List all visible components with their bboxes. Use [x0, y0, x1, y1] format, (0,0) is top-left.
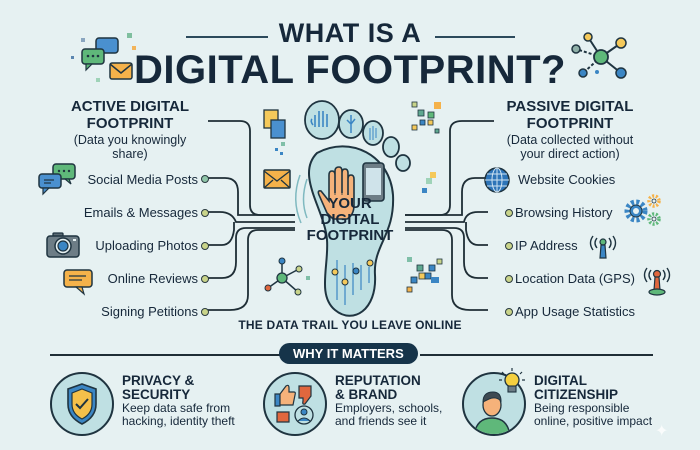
reputation-text-line2: and friends see it — [335, 414, 427, 428]
active-item-emails-messages: Emails & Messages — [83, 205, 198, 220]
pixel-blocks-bottom-icon — [406, 257, 443, 293]
privacy-text-line1: Keep data safe from — [122, 401, 231, 415]
privacy-text-line2: hacking, identity theft — [122, 414, 235, 428]
page-title-line2: DIGITAL FOOTPRINT? — [134, 48, 566, 92]
active-item-uploading-photos: Uploading Photos — [95, 238, 198, 253]
passive-item-browsing-history: Browsing History — [515, 205, 613, 220]
connector-dot — [505, 209, 513, 217]
footprint-illustration — [295, 100, 411, 317]
active-heading-line2: FOOTPRINT — [86, 115, 174, 132]
title-rule-left — [186, 36, 268, 38]
pixel-blocks-icon — [411, 101, 441, 134]
passive-subtitle-line2: your direct action) — [520, 147, 620, 161]
reputation-text-line1: Employers, schools, — [335, 401, 443, 415]
active-footprint-heading: ACTIVE DIGITAL FOOTPRINT (Data you knowi… — [55, 98, 205, 161]
passive-item-app-usage-statistics: App Usage Statistics — [515, 304, 635, 319]
connector-dot — [505, 308, 513, 316]
connector-dot — [201, 308, 209, 316]
citizenship-card: DIGITAL CITIZENSHIP Being responsible on… — [534, 374, 652, 428]
citizenship-icon-circle — [462, 372, 526, 436]
why-it-matters-pill: WHY IT MATTERS — [279, 343, 418, 364]
gps-beacon-icon — [643, 267, 671, 296]
citizenship-title-line2: CITIZENSHIP — [534, 387, 619, 402]
active-subtitle: (Data you knowingly share) — [73, 133, 187, 161]
footprint-label: YOUR DIGITAL FOOTPRINT — [290, 196, 410, 244]
privacy-title-line2: SECURITY — [122, 387, 191, 402]
active-item-social-media-posts: Social Media Posts — [87, 172, 198, 187]
reputation-title-line2: & BRAND — [335, 387, 398, 402]
citizenship-title-line1: DIGITAL — [534, 373, 587, 388]
connector-dot — [505, 242, 513, 250]
thumbs-reputation-icon — [274, 384, 314, 425]
lightbulb-icon — [499, 368, 525, 393]
connector-dot — [201, 209, 209, 217]
citizenship-text-line1: Being responsible — [534, 401, 630, 415]
footprint-label-line1: YOUR — [328, 195, 372, 212]
citizenship-text-line2: online, positive impact — [534, 414, 653, 428]
passive-item-ip-address: IP Address — [515, 238, 578, 253]
chat-envelope-icon — [71, 33, 136, 82]
reputation-title-line1: REPUTATION — [335, 373, 421, 388]
active-item-online-reviews: Online Reviews — [107, 271, 198, 286]
connector-dot — [201, 242, 209, 250]
antenna-icon — [589, 235, 617, 259]
privacy-title-line1: PRIVACY & — [122, 373, 195, 388]
connector-dot — [201, 175, 209, 183]
network-nodes-icon — [571, 32, 627, 79]
camera-icon — [46, 232, 80, 258]
pixel-blocks-small-icon — [422, 172, 436, 193]
gears-icon — [624, 194, 661, 226]
passive-item-location-data: Location Data (GPS) — [515, 271, 635, 286]
privacy-card: PRIVACY & SECURITY Keep data safe from h… — [122, 374, 235, 428]
active-item-signing-petitions: Signing Petitions — [101, 304, 198, 319]
why-divider-left — [50, 354, 280, 356]
passive-footprint-heading: PASSIVE DIGITAL FOOTPRINT (Data collecte… — [495, 98, 645, 161]
active-heading-line1: ACTIVE DIGITAL — [70, 98, 190, 115]
why-divider-right — [420, 354, 653, 356]
privacy-icon-circle — [50, 372, 114, 436]
passive-subtitle-line1: (Data collected without — [506, 133, 634, 147]
connector-dot — [505, 275, 513, 283]
envelope-icon — [263, 169, 291, 189]
sparkle-decoration: ✦ — [655, 423, 669, 440]
shield-check-icon — [67, 383, 97, 425]
footprint-label-line2: DIGITAL — [320, 211, 380, 228]
document-icon — [263, 109, 286, 155]
passive-heading-line1: PASSIVE DIGITAL — [506, 98, 634, 115]
connector-dot — [201, 275, 209, 283]
passive-heading-line2: FOOTPRINT — [526, 115, 614, 132]
footprint-label-line3: FOOTPRINT — [306, 227, 394, 244]
molecule-icon — [264, 257, 310, 296]
reputation-icon-circle — [263, 372, 327, 436]
person-lightbulb-icon — [473, 391, 511, 434]
reputation-card: REPUTATION & BRAND Employers, schools, a… — [335, 374, 442, 428]
page-title-line1: WHAT IS A — [278, 18, 422, 48]
title-rule-right — [435, 36, 515, 38]
passive-item-website-cookies: Website Cookies — [518, 172, 616, 187]
chat-bubbles-icon — [38, 163, 76, 196]
globe-icon — [484, 167, 510, 193]
review-bubble-icon — [63, 269, 93, 296]
data-trail-caption: THE DATA TRAIL YOU LEAVE ONLINE — [238, 318, 462, 332]
